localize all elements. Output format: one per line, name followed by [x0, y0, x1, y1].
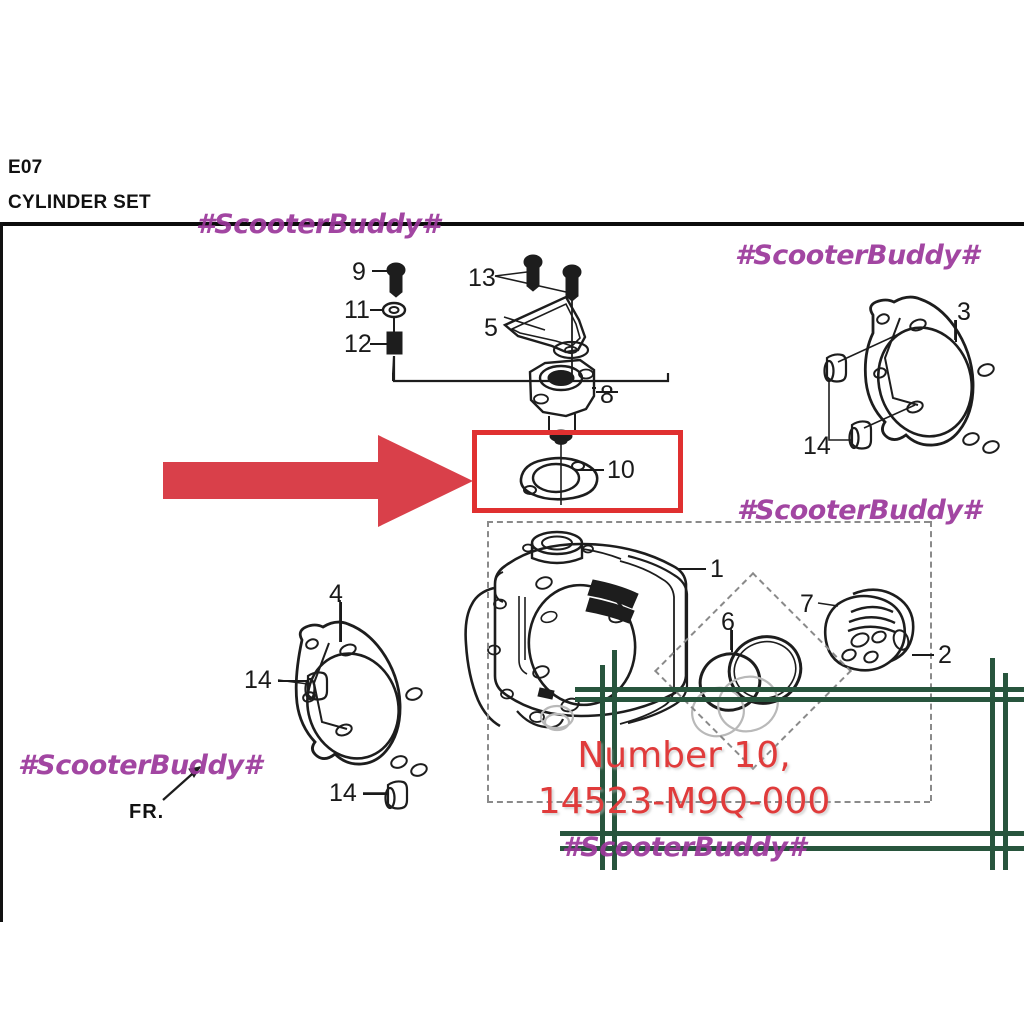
overlay-line-h-2	[575, 697, 1024, 702]
callout-6: 6	[721, 608, 735, 636]
callout-14-bottom: 14	[329, 779, 357, 807]
header-divider	[0, 222, 1024, 226]
callout-2: 2	[938, 641, 952, 669]
leader-2	[912, 654, 934, 656]
leader-10	[578, 469, 604, 471]
leader-6	[731, 630, 733, 652]
leader-1	[678, 568, 706, 570]
leader-12	[370, 343, 388, 345]
diagram-frame-left-border	[0, 222, 3, 922]
callout-4: 4	[329, 580, 343, 608]
callout-14-left: 14	[244, 666, 272, 694]
callout-12: 12	[344, 330, 372, 358]
leader-9	[372, 270, 390, 272]
part-10-gasket	[519, 443, 599, 505]
watermark-4: #ScooterBuddy#	[18, 750, 262, 781]
part-5-tensioner-arm	[502, 295, 590, 360]
leader-8	[596, 391, 618, 393]
overlay-line-h-1	[575, 687, 1024, 692]
annotation-line-1: Number 10,	[577, 735, 791, 776]
overlay-line-v-4	[1003, 673, 1008, 870]
part-14-dowels-right	[823, 327, 916, 450]
leader-14-left	[278, 680, 308, 682]
assembly-boundary-right	[930, 521, 932, 801]
orientation-label-fr: FR.	[129, 801, 165, 823]
highlight-box-part-10	[472, 430, 683, 513]
overlay-line-v-3	[990, 658, 995, 870]
part-1-cylinder-block	[464, 530, 689, 732]
callout-8: 8	[600, 381, 614, 409]
watermark-1: #ScooterBuddy#	[196, 209, 440, 240]
callout-10: 10	[607, 456, 635, 484]
part-3-head-gasket	[863, 295, 1000, 454]
overlay-line-v-2	[612, 650, 617, 870]
assembly-boundary-left	[487, 521, 489, 801]
leader-11	[370, 309, 384, 311]
callout-9: 9	[352, 258, 366, 286]
watermark-2: #ScooterBuddy#	[735, 240, 979, 271]
overlay-line-h-4	[560, 846, 1024, 851]
overlay-line-h-3	[560, 831, 1024, 836]
leader-3	[955, 320, 957, 342]
callout-7: 7	[800, 590, 814, 618]
part-8-tensioner-body	[528, 358, 596, 445]
fr-direction-arrow	[162, 766, 201, 801]
callout-5: 5	[484, 314, 498, 342]
part-12-spacer	[386, 317, 403, 355]
watermark-5: #ScooterBuddy#	[562, 832, 806, 863]
part-11-washer	[381, 301, 407, 319]
leader-4	[340, 602, 342, 642]
assembly-boundary-top	[487, 521, 930, 523]
pointer-arrow-shaft	[163, 462, 378, 499]
watermark-3: #ScooterBuddy#	[737, 495, 981, 526]
callout-1: 1	[710, 555, 724, 583]
annotation-line-2: 14523-M9Q-000	[537, 781, 831, 822]
page-title: CYLINDER SET	[8, 192, 151, 213]
part-9-bolt	[386, 262, 406, 298]
pointer-arrow-head	[378, 435, 473, 527]
overlay-line-v-1	[600, 665, 605, 870]
callout-11: 11	[344, 296, 370, 324]
part-7-piston	[817, 588, 915, 672]
assembly-boundary-bottom	[487, 801, 930, 803]
part-13-bolts	[523, 254, 582, 378]
callout-13: 13	[468, 264, 496, 292]
callout-3: 3	[957, 298, 971, 326]
page-code: E07	[8, 157, 43, 178]
leader-14-bottom	[363, 793, 389, 795]
callout-14-right: 14	[803, 432, 831, 460]
